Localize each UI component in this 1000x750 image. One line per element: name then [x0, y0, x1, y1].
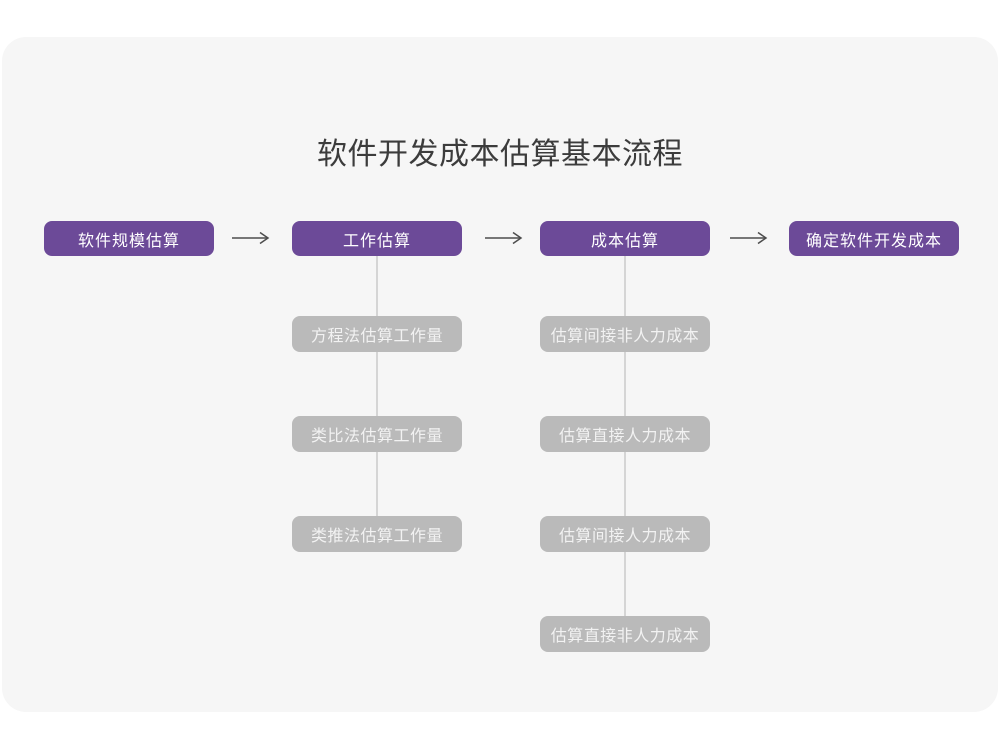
- substep-equation-method: 方程法估算工作量: [292, 316, 462, 352]
- stage-cost-estimation: 成本估算: [540, 221, 710, 256]
- substep-extrapolation-method: 类推法估算工作量: [292, 516, 462, 552]
- arrow-right-icon: [231, 231, 271, 245]
- arrow-right-icon: [729, 231, 769, 245]
- diagram-title: 软件开发成本估算基本流程: [317, 138, 683, 171]
- stage-determine-dev-cost: 确定软件开发成本: [789, 221, 959, 256]
- stage-work-estimation: 工作估算: [292, 221, 462, 256]
- substep-direct-nonlabor-cost: 估算直接非人力成本: [540, 616, 710, 652]
- substep-analogy-method: 类比法估算工作量: [292, 416, 462, 452]
- substep-direct-labor-cost: 估算直接人力成本: [540, 416, 710, 452]
- diagram-card: 软件开发成本估算基本流程 软件规模估算 工作估算 成本估算: [2, 37, 998, 712]
- substep-indirect-nonlabor-cost: 估算间接非人力成本: [540, 316, 710, 352]
- substep-indirect-labor-cost: 估算间接人力成本: [540, 516, 710, 552]
- arrow-right-icon: [484, 231, 524, 245]
- stage-software-size-estimation: 软件规模估算: [44, 221, 214, 256]
- connector-line-work-estimation: [376, 256, 378, 534]
